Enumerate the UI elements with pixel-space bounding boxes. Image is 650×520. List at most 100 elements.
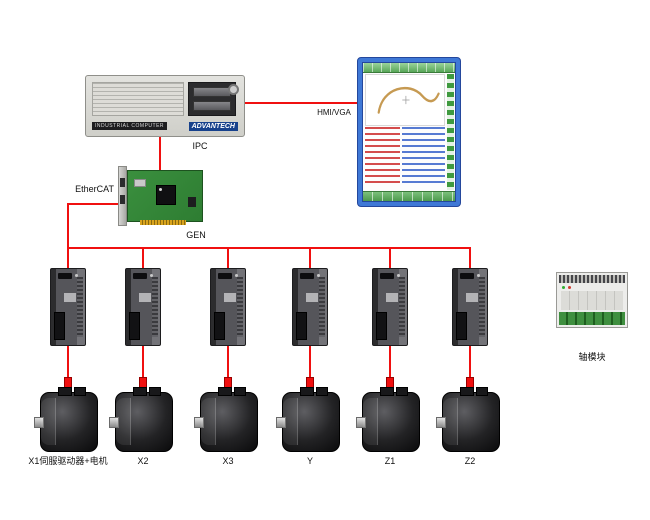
motor-flange [283, 398, 298, 445]
wire-ipc-card [159, 137, 161, 170]
wire-drive-motor-1 [67, 346, 69, 392]
card-bracket [118, 166, 127, 226]
ethernet-port [120, 195, 125, 204]
card-component [134, 179, 146, 187]
axis-module-label: 轴模块 [578, 352, 606, 362]
drive-heatsink-fins [152, 277, 158, 337]
card-chip [156, 185, 176, 205]
drive-display [218, 273, 232, 279]
ethercat-card [127, 170, 203, 225]
ipc-vent-grille [92, 82, 184, 116]
axis-label-y: Y [306, 456, 313, 466]
axis-module [556, 272, 628, 328]
motor-connector [149, 387, 161, 396]
axis-label-x3: X3 [222, 456, 234, 466]
motor-connector [380, 387, 394, 396]
motor-shaft [194, 417, 204, 428]
wire-drive-motor-3 [227, 346, 229, 392]
motor-shaft [34, 417, 44, 428]
motor-flange [116, 398, 131, 445]
drive-display [133, 273, 147, 279]
motor-flange [363, 398, 378, 445]
advantech-logo: ADVANTECH [188, 121, 238, 131]
ipc-model-text: INDUSTRIAL COMPUTER [92, 122, 168, 130]
drive-sticker [306, 293, 318, 302]
drive-connector-block [296, 312, 307, 340]
drive-led [397, 274, 400, 277]
wire-drive-motor-4 [309, 346, 311, 392]
drive-display [380, 273, 394, 279]
drive-heatsink-fins [399, 277, 405, 337]
ipc-chassis: INDUSTRIAL COMPUTER ADVANTECH [85, 75, 245, 137]
toolpath-plot [365, 74, 445, 126]
wire-drop-x2 [142, 247, 144, 268]
screen-data-rows-right [401, 127, 445, 183]
axis-label-z1: Z1 [384, 456, 396, 466]
ethernet-port [120, 178, 125, 187]
drive-bay [193, 101, 231, 111]
drive-display [460, 273, 474, 279]
drive-led [477, 274, 480, 277]
drive-sticker [139, 293, 151, 302]
servo-drive-x3 [210, 268, 246, 346]
module-led-red [568, 286, 571, 289]
drive-display [58, 273, 72, 279]
hmi-monitor [357, 57, 461, 207]
drive-heatsink-fins [237, 277, 243, 337]
drive-led [75, 274, 78, 277]
wire-drive-motor-5 [389, 346, 391, 392]
servo-drive-y [292, 268, 328, 346]
wire-bus-left-drop [67, 203, 69, 268]
motor-flange [41, 398, 56, 445]
drive-connector-block [456, 312, 467, 340]
drive-led [235, 274, 238, 277]
wire-drive-motor-6 [469, 346, 471, 392]
servo-drive-x2 [125, 268, 161, 346]
servo-motor-x1 [34, 387, 98, 452]
drive-connector-block [214, 312, 225, 340]
motor-shaft [436, 417, 446, 428]
drive-bay [193, 87, 231, 97]
ipc-label: IPC [192, 141, 208, 151]
drive-heatsink-fins [77, 277, 83, 337]
ipc-lock [228, 84, 239, 95]
drive-led [317, 274, 320, 277]
module-terminal-blocks [559, 312, 625, 325]
axis-label-x1: X1伺服驱动器+电机 [28, 456, 108, 466]
wire-drop-z1 [389, 247, 391, 268]
drive-sticker [224, 293, 236, 302]
motor-shaft [356, 417, 366, 428]
ethercat-label: EtherCAT [75, 184, 114, 194]
motor-connector [476, 387, 488, 396]
card-edge-connector [140, 220, 186, 225]
ipc-front-strip: INDUSTRIAL COMPUTER ADVANTECH [92, 119, 238, 133]
drive-heatsink-fins [319, 277, 325, 337]
axis-label-z2: Z2 [464, 456, 476, 466]
module-led-green [562, 286, 565, 289]
motor-shaft [109, 417, 119, 428]
hmi-screen [362, 62, 456, 202]
motor-connector [234, 387, 246, 396]
motor-connector [218, 387, 232, 396]
drive-heatsink-fins [479, 277, 485, 337]
module-top-connectors [559, 275, 625, 283]
motor-connector [300, 387, 314, 396]
wire-drop-y [309, 247, 311, 268]
wire-drop-z2 [469, 247, 471, 268]
card-label: GEN [186, 230, 206, 240]
drive-led [150, 274, 153, 277]
card-component [188, 197, 196, 207]
servo-motor-x3 [194, 387, 258, 452]
servo-drive-x1 [50, 268, 86, 346]
drive-connector-block [376, 312, 387, 340]
screen-toolbar [363, 63, 455, 73]
screen-bottom-bar [363, 191, 455, 201]
module-slots [561, 291, 623, 310]
wire-drive-motor-2 [142, 346, 144, 392]
toolpath-curve [377, 86, 440, 114]
drive-display [300, 273, 314, 279]
wire-ethercat-bus [67, 247, 471, 249]
motor-flange [201, 398, 216, 445]
servo-motor-z2 [436, 387, 500, 452]
